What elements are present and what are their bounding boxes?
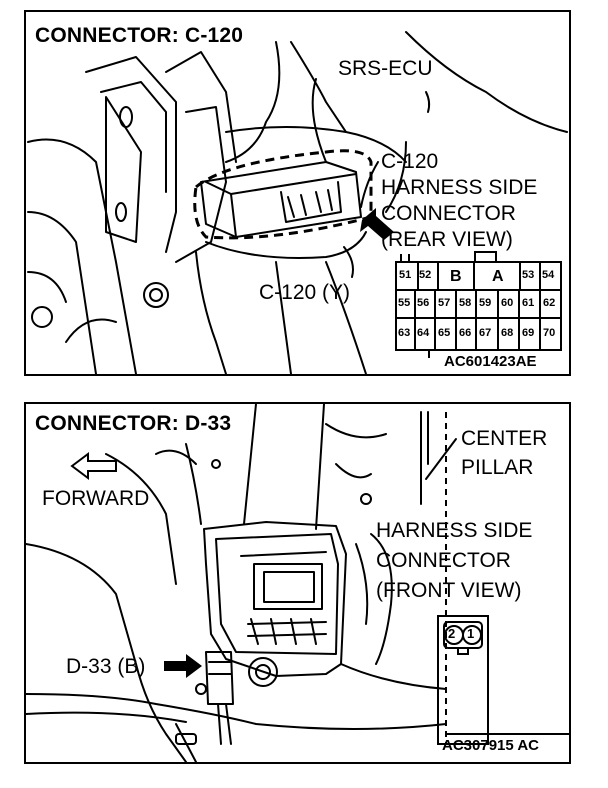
pin-label: 68 [501, 327, 514, 339]
pin-label: 56 [417, 297, 430, 309]
pin-label: 70 [543, 327, 556, 339]
pillar-label: PILLAR [461, 456, 534, 479]
pin-label: 57 [438, 297, 451, 309]
view-label: (REAR VIEW) [381, 228, 513, 251]
pin-label: 62 [543, 297, 556, 309]
pin-label: 66 [459, 327, 472, 339]
pin-label: 51 [399, 269, 412, 281]
pin-label: 69 [522, 327, 535, 339]
pin-label: 58 [459, 297, 472, 309]
connector-callout-label: C-120 (Y) [259, 281, 351, 304]
connector-word-label: CONNECTOR [376, 549, 511, 572]
pin-group-label: B [450, 268, 462, 285]
pin-label: 67 [479, 327, 492, 339]
figure-code: AC601423AE [444, 353, 537, 370]
pin-label: 59 [479, 297, 492, 309]
forward-arrow-icon [70, 452, 117, 480]
connector-id-label: C-120 [381, 150, 439, 173]
panel-title: CONNECTOR: C-120 [32, 24, 247, 48]
harness-side-label: HARNESS SIDE [376, 519, 533, 542]
pin-label: 60 [501, 297, 514, 309]
pin-label: 65 [438, 327, 451, 339]
pin-label: 64 [417, 327, 430, 339]
pin-group-label: A [492, 268, 504, 285]
pin-label: 63 [398, 327, 411, 339]
connector-c120-panel: CONNECTOR: C-120 SRS-ECU C-120 HARNESS S… [24, 10, 571, 376]
c120-vehicle-illustration [27, 27, 568, 374]
pin-label: 52 [419, 269, 432, 281]
pin-label: 53 [522, 269, 535, 281]
connector-callout-label: D-33 (B) [66, 655, 146, 678]
pin-label: 61 [522, 297, 535, 309]
harness-side-label: HARNESS SIDE [381, 176, 538, 199]
connector-word-label: CONNECTOR [381, 202, 516, 225]
srs-ecu-label: SRS-ECU [338, 57, 433, 80]
pin-label: 2 [448, 626, 456, 641]
forward-label: FORWARD [42, 487, 150, 510]
pin-label: 1 [467, 626, 475, 641]
d33-vehicle-illustration [26, 404, 569, 762]
figure-code: AC307915 AC [442, 737, 539, 754]
pin-label: 55 [398, 297, 411, 309]
connector-d33-panel: CONNECTOR: D-33 CENTER PILLAR FORWARD HA… [24, 402, 571, 764]
pin-label: 54 [542, 269, 555, 281]
center-label: CENTER [461, 427, 548, 450]
panel-title: CONNECTOR: D-33 [32, 412, 235, 436]
view-label: (FRONT VIEW) [376, 579, 522, 602]
